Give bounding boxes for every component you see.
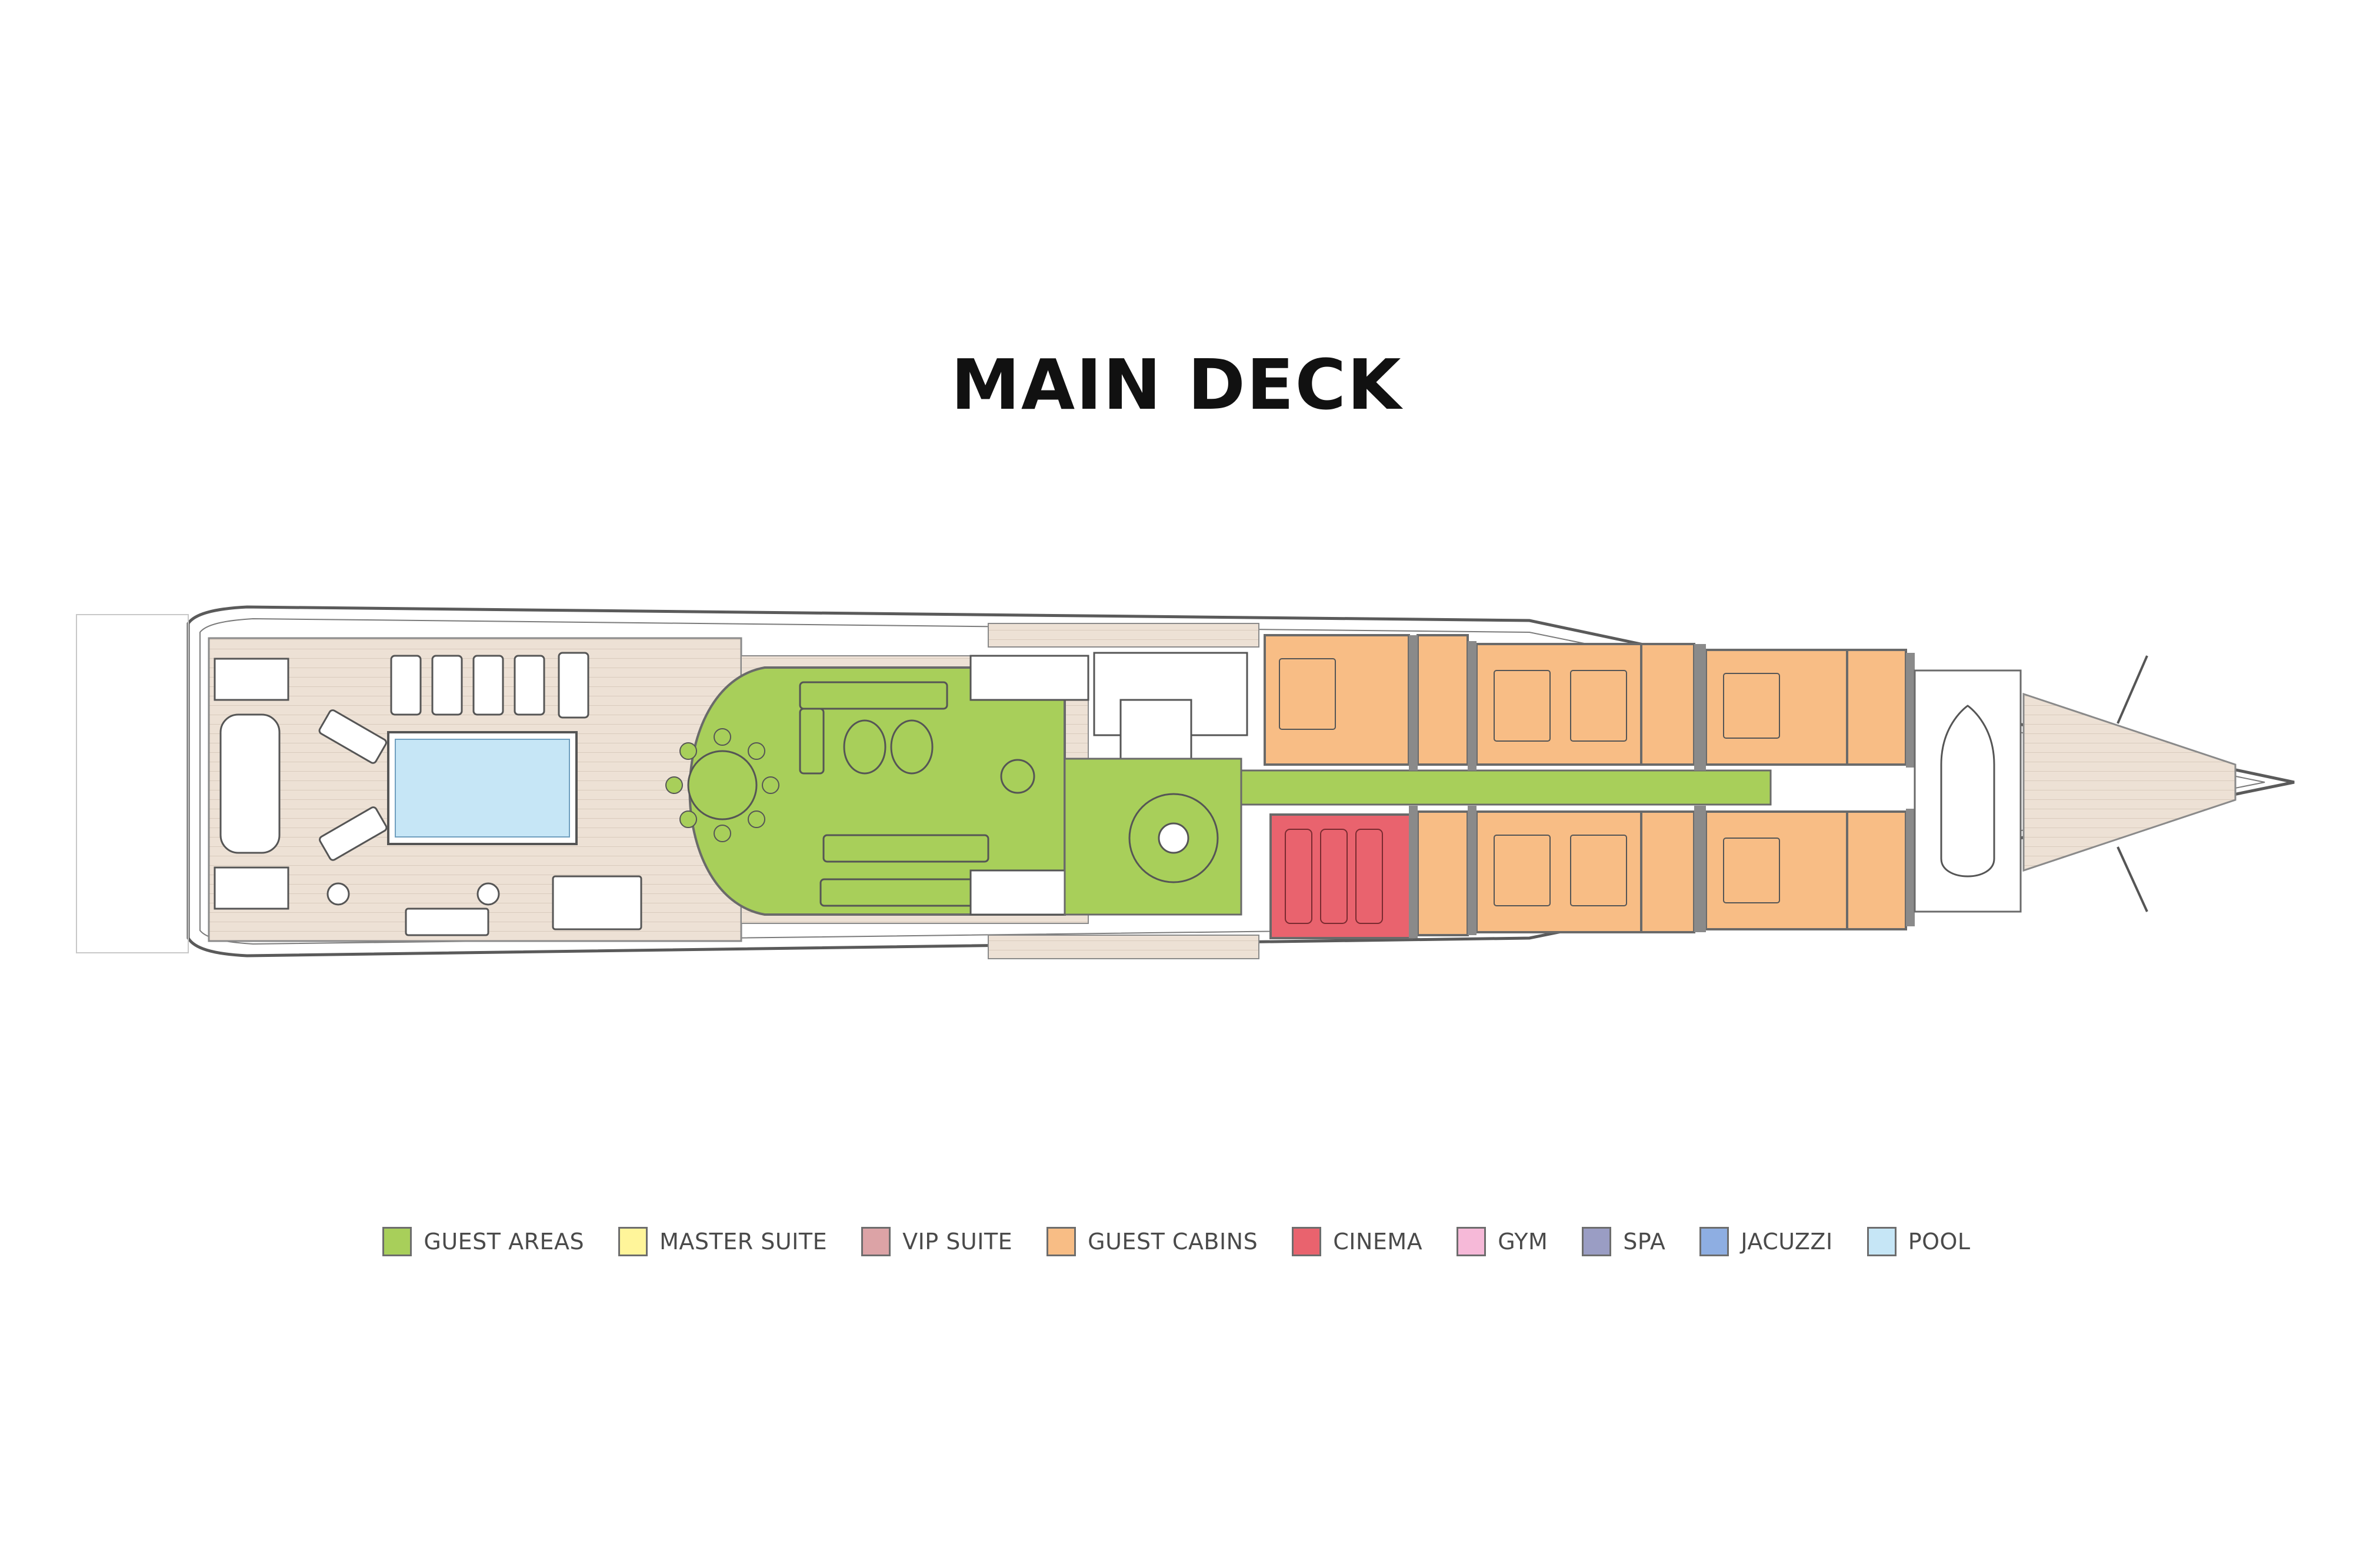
page-title: MAIN DECK bbox=[951, 344, 1402, 425]
legend-label: MASTER SUITE bbox=[659, 1229, 828, 1255]
legend-label: SPA bbox=[1623, 1229, 1666, 1255]
legend-item-master-suite: MASTER SUITE bbox=[618, 1227, 827, 1256]
stern-sunpad bbox=[219, 713, 281, 854]
legend-label: VIP SUITE bbox=[902, 1229, 1013, 1255]
aft-seating bbox=[326, 875, 642, 936]
legend-swatch bbox=[1867, 1227, 1897, 1256]
dining-chairs bbox=[665, 728, 779, 842]
legend-label: GUEST CABINS bbox=[1088, 1229, 1258, 1255]
tender-boat bbox=[1940, 705, 1995, 878]
dining-table bbox=[687, 750, 758, 820]
stern-stairs-lower bbox=[214, 866, 289, 910]
legend-swatch bbox=[1046, 1227, 1076, 1256]
stern-stairs-upper bbox=[214, 658, 289, 701]
legend-item-jacuzzi: JACUZZI bbox=[1699, 1227, 1832, 1256]
salon-furniture bbox=[799, 681, 1035, 907]
legend-label: GYM bbox=[1498, 1229, 1548, 1255]
cinema-seats bbox=[1285, 829, 1383, 924]
legend-item-cinema: CINEMA bbox=[1292, 1227, 1422, 1256]
legend-item-guest-cabins: GUEST CABINS bbox=[1046, 1227, 1258, 1256]
central-corridor bbox=[1240, 769, 1772, 806]
legend-label: GUEST AREAS bbox=[424, 1229, 585, 1255]
guest-cabins-starboard bbox=[1417, 810, 1907, 936]
legend-item-vip-suite: VIP SUITE bbox=[861, 1227, 1012, 1256]
service-block bbox=[969, 652, 1248, 916]
legend-item-guest-areas: GUEST AREAS bbox=[382, 1227, 584, 1256]
bow-deck bbox=[2022, 692, 2237, 872]
starboard-side-deck bbox=[988, 935, 1259, 959]
sun-loungers bbox=[318, 652, 589, 861]
legend-swatch bbox=[1582, 1227, 1612, 1256]
legend-item-spa: SPA bbox=[1582, 1227, 1665, 1256]
cabin-beds bbox=[1279, 658, 1780, 906]
legend-label: POOL bbox=[1908, 1229, 1971, 1255]
legend-swatch bbox=[1292, 1227, 1322, 1256]
legend-item-gym: GYM bbox=[1457, 1227, 1548, 1256]
legend-label: JACUZZI bbox=[1741, 1229, 1833, 1255]
legend-swatch bbox=[382, 1227, 412, 1256]
pool-water bbox=[395, 739, 570, 838]
port-side-deck bbox=[988, 623, 1259, 648]
spiral-staircase-core bbox=[1158, 822, 1189, 854]
bow-crane bbox=[2117, 655, 2148, 912]
structural-walls bbox=[1409, 635, 1915, 938]
legend-swatch bbox=[618, 1227, 648, 1256]
legend-swatch bbox=[861, 1227, 891, 1256]
legend-label: CINEMA bbox=[1333, 1229, 1423, 1255]
legend-item-pool: POOL bbox=[1867, 1227, 1971, 1256]
legend-swatch bbox=[1699, 1227, 1729, 1256]
swim-platform bbox=[76, 614, 189, 953]
legend: GUEST AREAS MASTER SUITE VIP SUITE GUEST… bbox=[0, 1227, 2353, 1256]
legend-swatch bbox=[1457, 1227, 1487, 1256]
